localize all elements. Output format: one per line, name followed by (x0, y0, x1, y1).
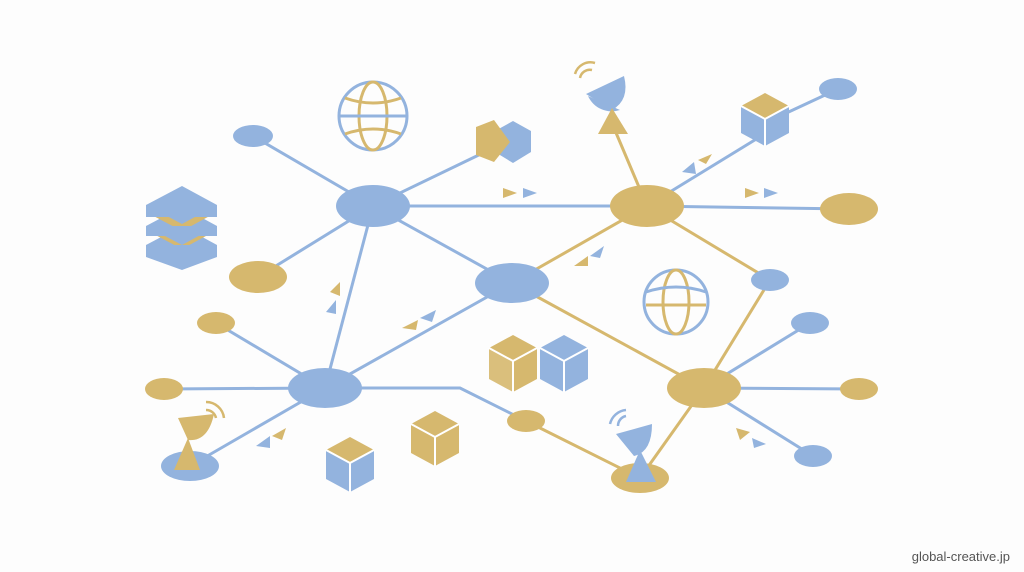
node (819, 78, 857, 100)
satellite-dish-icon (174, 400, 226, 470)
hub-node (288, 368, 362, 408)
arrow-icon (682, 162, 696, 174)
cube-icon (325, 437, 375, 492)
arrow-icon (402, 320, 418, 330)
node (145, 378, 183, 400)
globe-icon (337, 80, 409, 152)
arrow-icon (326, 300, 336, 314)
hub-node (667, 368, 741, 408)
node (820, 193, 878, 225)
server-stack-icon (146, 186, 217, 270)
arrow-icon (590, 246, 604, 258)
cube-icon (410, 411, 460, 466)
arrow-icon (523, 188, 537, 198)
satellite-dish-icon (608, 408, 656, 482)
cube-icon (539, 335, 589, 392)
node (751, 269, 789, 291)
edge (324, 281, 513, 390)
node (197, 312, 235, 334)
node (507, 410, 545, 432)
arrow-icon (330, 282, 340, 296)
node (229, 261, 287, 293)
node (794, 445, 832, 467)
node (840, 378, 878, 400)
cube-icon (740, 93, 790, 146)
arrow-icon (420, 310, 436, 322)
arrow-icons (256, 154, 778, 448)
hub-node (475, 263, 549, 303)
arrow-icon (745, 188, 759, 198)
arrow-icon (272, 428, 286, 440)
watermark: global-creative.jp (911, 549, 1010, 564)
arrow-icon (752, 438, 766, 448)
nodes (145, 78, 878, 493)
arrow-icon (764, 188, 778, 198)
cube-icon (488, 335, 538, 392)
arrow-icon (736, 428, 750, 440)
globe-icon (642, 268, 710, 336)
edge (511, 281, 705, 390)
edge (323, 205, 375, 389)
arrow-icon (698, 154, 712, 164)
node (233, 125, 273, 147)
satellite-dish-icon (573, 61, 628, 134)
hub-node (336, 185, 410, 227)
cube-icon (476, 120, 531, 163)
arrow-icon (256, 436, 270, 448)
node (791, 312, 829, 334)
edge (325, 386, 527, 423)
arrow-icon (574, 256, 588, 266)
arrow-icon (503, 188, 517, 198)
hub-node (610, 185, 684, 227)
